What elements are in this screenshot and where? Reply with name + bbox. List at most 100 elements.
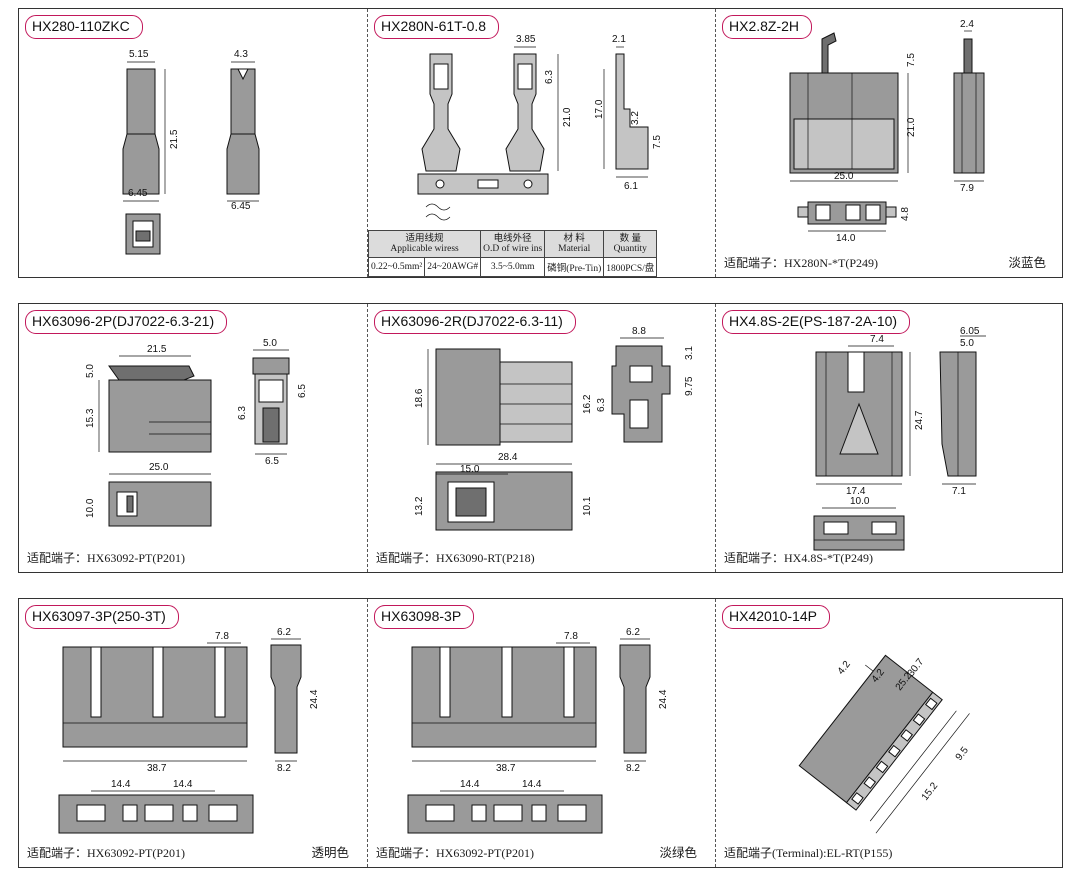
spec-cell: 3.5~5.0mm: [480, 257, 546, 277]
dim-label: 14.0: [836, 233, 856, 244]
terminal-strip-drawing: 3.85 6.3 21.0 2.1 17.0 3.2 7.5 6.1: [417, 34, 663, 221]
dim-label: 16.2: [582, 394, 593, 414]
mating-terminal-caption: 适配端子：HX63092-PT(P201): [27, 551, 185, 565]
dim-label: 6.1: [624, 181, 638, 192]
catalog-row-1: HX280-110ZKC 5.15 21.5 6.45 4.3 6.45: [18, 8, 1063, 278]
dim-label: 2.1: [612, 34, 626, 45]
dim-label: 6.5: [265, 456, 279, 467]
dim-label: 7.4: [870, 334, 884, 345]
dim-label: 14.4: [522, 779, 542, 790]
spec-cell: 1800PCS/盘: [603, 257, 658, 277]
mating-terminal-caption: 适配端子(Terminal):EL-RT(P155): [724, 846, 893, 860]
terminal-drawing: 5.15 21.5 6.45 4.3 6.45: [122, 49, 260, 255]
dim-label: 10.1: [582, 496, 593, 516]
dim-label: 7.5: [906, 53, 917, 67]
spec-cell: 磷铜(Pre-Tin): [544, 257, 605, 277]
color-note: 淡绿色: [659, 846, 697, 860]
dim-label: 7.5: [652, 135, 663, 149]
mating-terminal-caption: 适配端子：HX63090-RT(P218): [376, 551, 535, 565]
dim-label: 15.0: [460, 464, 480, 475]
product-card-hx63096-2p: HX63096-2P(DJ7022-6.3-21) 21.5 5.0 15.3 …: [19, 304, 367, 572]
dim-width-label: 6.45: [128, 188, 148, 199]
color-note: 淡蓝色: [1008, 256, 1046, 270]
dim-width-label: 6.45: [231, 201, 251, 212]
dim-label: 7.1: [952, 486, 966, 497]
dim-label: 7.8: [564, 631, 578, 642]
dim-label: 6.3: [596, 398, 607, 412]
product-card-hx63098-3p: HX63098-3P 7.8 38.7 6.2 24.4 8.2 14.4: [367, 599, 715, 867]
dim-label: 25.0: [834, 171, 854, 182]
product-card-hx63096-2r: HX63096-2R(DJ7022-6.3-11) 18.6 16.2 8.8 …: [367, 304, 715, 572]
dim-label: 14.4: [460, 779, 480, 790]
spec-cell: 0.22~0.5mm²: [367, 257, 426, 277]
dim-label: 2.4: [960, 19, 974, 30]
dim-label: 24.4: [658, 689, 669, 709]
dim-label: 5.0: [960, 338, 974, 349]
product-title: HX42010-14P: [722, 605, 830, 629]
dim-label: 7.9: [960, 183, 974, 194]
dim-label: 21.0: [562, 107, 573, 127]
dim-label: 6.2: [277, 627, 291, 638]
housing-drawing: 7.8 38.7 6.2 24.4 8.2 14.4 14.4: [58, 627, 320, 834]
mating-terminal-caption: 适配端子：HX280N-*T(P249): [724, 256, 878, 270]
housing-drawing: 7.8 38.7 6.2 24.4 8.2 14.4 14.4: [407, 627, 669, 834]
dim-width-label: 5.15: [129, 49, 149, 60]
dim-label: 21.0: [906, 117, 917, 137]
dim-label: 15.3: [85, 408, 96, 428]
dim-label: 17.4: [846, 486, 866, 497]
product-card-hx280n-61t: HX280N-61T-0.8 3.85 6.3 21.0 2.1 17.0: [367, 9, 715, 277]
product-title: HX63097-3P(250-3T): [25, 605, 179, 629]
dim-label: 9.75: [684, 376, 695, 396]
dim-label: 5.0: [85, 364, 96, 378]
dim-label: 18.6: [414, 388, 425, 408]
dim-label: 14.4: [173, 779, 193, 790]
catalog-row-3: HX63097-3P(250-3T) 7.8 38.7 6.2 24.4: [18, 598, 1063, 868]
dim-label: 15.2: [920, 780, 941, 802]
dim-label: 17.0: [594, 99, 605, 119]
product-title: HX63096-2R(DJ7022-6.3-11): [374, 310, 576, 334]
housing-drawing: 4.2 4.2 30.7 25.2 9.5 15.2: [798, 654, 971, 834]
mating-terminal-caption: 适配端子：HX63092-PT(P201): [27, 846, 185, 860]
housing-drawing: 2.4 7.5 21.0 25.0 7.9 4.8 14.0: [789, 19, 985, 244]
dim-label: 38.7: [147, 763, 167, 774]
dim-label: 5.0: [263, 338, 277, 349]
dim-length-label: 21.5: [169, 129, 180, 149]
dim-label: 14.4: [111, 779, 131, 790]
dim-label: 38.7: [496, 763, 516, 774]
dim-label: 10.0: [85, 498, 96, 518]
product-title: HX63096-2P(DJ7022-6.3-21): [25, 310, 228, 334]
dim-label: 8.8: [632, 326, 646, 337]
dim-label: 4.2: [836, 659, 853, 677]
housing-drawing: 7.4 24.7 17.4 6.05 5.0 7.1 10.0: [813, 326, 986, 551]
product-title: HX280-110ZKC: [25, 15, 143, 39]
housing-drawing: 21.5 5.0 15.3 5.0 6.5 6.3 6.5 25.0 10.0: [85, 338, 308, 527]
dim-label: 10.0: [850, 496, 870, 507]
dim-label: 7.8: [215, 631, 229, 642]
dim-label: 6.05: [960, 326, 980, 337]
dim-label: 21.5: [147, 344, 167, 355]
product-card-hx42010-14p: HX42010-14P 4.2 4.2 30.7 25.2 9.5 15.: [715, 599, 1064, 867]
dim-label: 13.2: [414, 496, 425, 516]
dim-label: 6.2: [626, 627, 640, 638]
dim-label: 3.1: [684, 346, 695, 360]
color-note: 透明色: [311, 846, 349, 860]
dim-label: 3.85: [516, 34, 536, 45]
dim-label: 3.2: [630, 111, 641, 125]
product-title: HX63098-3P: [374, 605, 475, 629]
product-title: HX4.8S-2E(PS-187-2A-10): [722, 310, 911, 334]
dim-label: 8.2: [626, 763, 640, 774]
dim-label: 24.7: [914, 410, 925, 430]
dim-label: 8.2: [277, 763, 291, 774]
spec-cell: 24~20AWG#: [424, 257, 482, 277]
dim-label: 6.3: [544, 70, 555, 84]
dim-width-label: 4.3: [234, 49, 248, 60]
catalog-row-2: HX63096-2P(DJ7022-6.3-21) 21.5 5.0 15.3 …: [18, 303, 1063, 573]
product-card-hx2-8z-2h: HX2.8Z-2H 2.4 7.5 21.0 2: [715, 9, 1064, 277]
product-card-hx280-110zkc: HX280-110ZKC 5.15 21.5 6.45 4.3 6.45: [19, 9, 367, 277]
product-card-hx4-8s-2e: HX4.8S-2E(PS-187-2A-10) 7.4 24.7 17.4 6.…: [715, 304, 1064, 572]
housing-drawing: 18.6 16.2 8.8 3.1 9.75 6.3 28.4 15.0 13.…: [414, 326, 695, 531]
